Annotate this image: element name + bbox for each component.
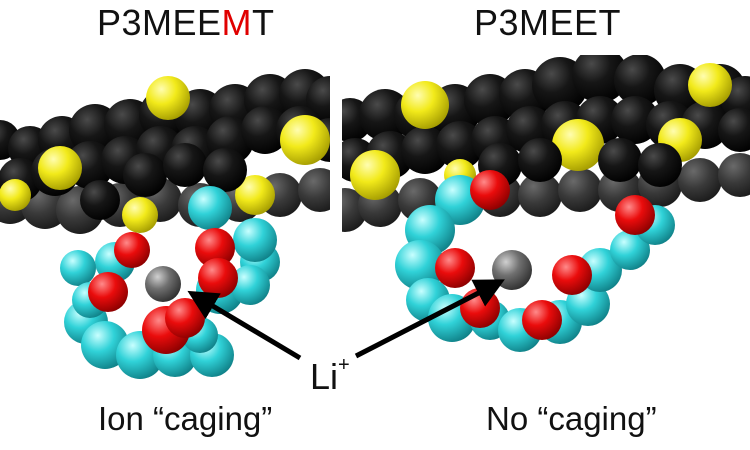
sulfur-atom [688,63,732,107]
sulfur-atom [235,175,275,215]
lithium-ion [492,250,532,290]
oxygen-atom [165,298,205,338]
sulfur-atom [280,115,330,165]
oxygen-atom [522,300,562,340]
sulfur-atom [350,150,400,200]
li-label-charge: + [338,354,350,376]
oxygen-atom [198,258,238,298]
sulfur-atom [38,146,82,190]
caption-no-caging: No “caging” [486,400,657,437]
li-label-base: Li [310,356,339,397]
panel-p3meemt-render [0,69,330,379]
carbon-atom [163,143,207,187]
oxygen-atom [470,170,510,210]
carbon-atom-back [558,168,602,212]
sulfur-atom [552,119,604,171]
carbon-atom-back [718,153,750,197]
oxygen-atom [615,195,655,235]
panel-title-p3meemt: P3MEEMT [97,2,275,44]
sulfur-atom [0,179,31,211]
carbon-atom [611,96,659,144]
li-ion-label: Li+ [310,354,350,398]
sulfur-atom [122,197,158,233]
carbon-atom [614,55,666,106]
carbon-atom-back [298,168,330,212]
carbon-atom [518,138,562,182]
hydrogen-atom [395,240,445,290]
carbon-atom [80,180,120,220]
oxygen-atom [552,255,592,295]
hydrogen-atom [230,265,270,305]
sulfur-atom [401,81,449,129]
carbon-atom [572,55,628,103]
title-left-prefix: P3MEE [97,2,222,43]
carbon-atom [638,143,682,187]
sulfur-atom [146,76,190,120]
caption-ion-caging: Ion “caging” [98,400,273,437]
carbon-atom [598,138,642,182]
hydrogen-atom [188,186,232,230]
carbon-atom [436,121,484,169]
hydrogen-atom [60,250,96,286]
oxygen-atom [88,272,128,312]
lithium-ion [145,266,181,302]
carbon-atom [241,106,289,154]
arrow-to-li-left [187,290,302,361]
carbon-atom-back [678,158,722,202]
hydrogen-atom [610,230,650,270]
oxygen-atom [114,232,150,268]
hydrogen-atom [233,218,277,262]
carbon-atom [203,148,247,192]
carbon-atom-back [518,173,562,217]
oxygen-atom [435,248,475,288]
arrow-to-li-right [354,279,505,359]
title-left-suffix: T [252,2,275,43]
panel-p3meet-render [342,55,750,352]
oxygen-atom [195,228,235,268]
carbon-atom [401,126,449,174]
panel-title-p3meet: P3MEET [474,2,622,43]
carbon-atom [123,153,167,197]
carbon-atom [718,108,750,152]
title-left-highlight: M [221,2,253,43]
